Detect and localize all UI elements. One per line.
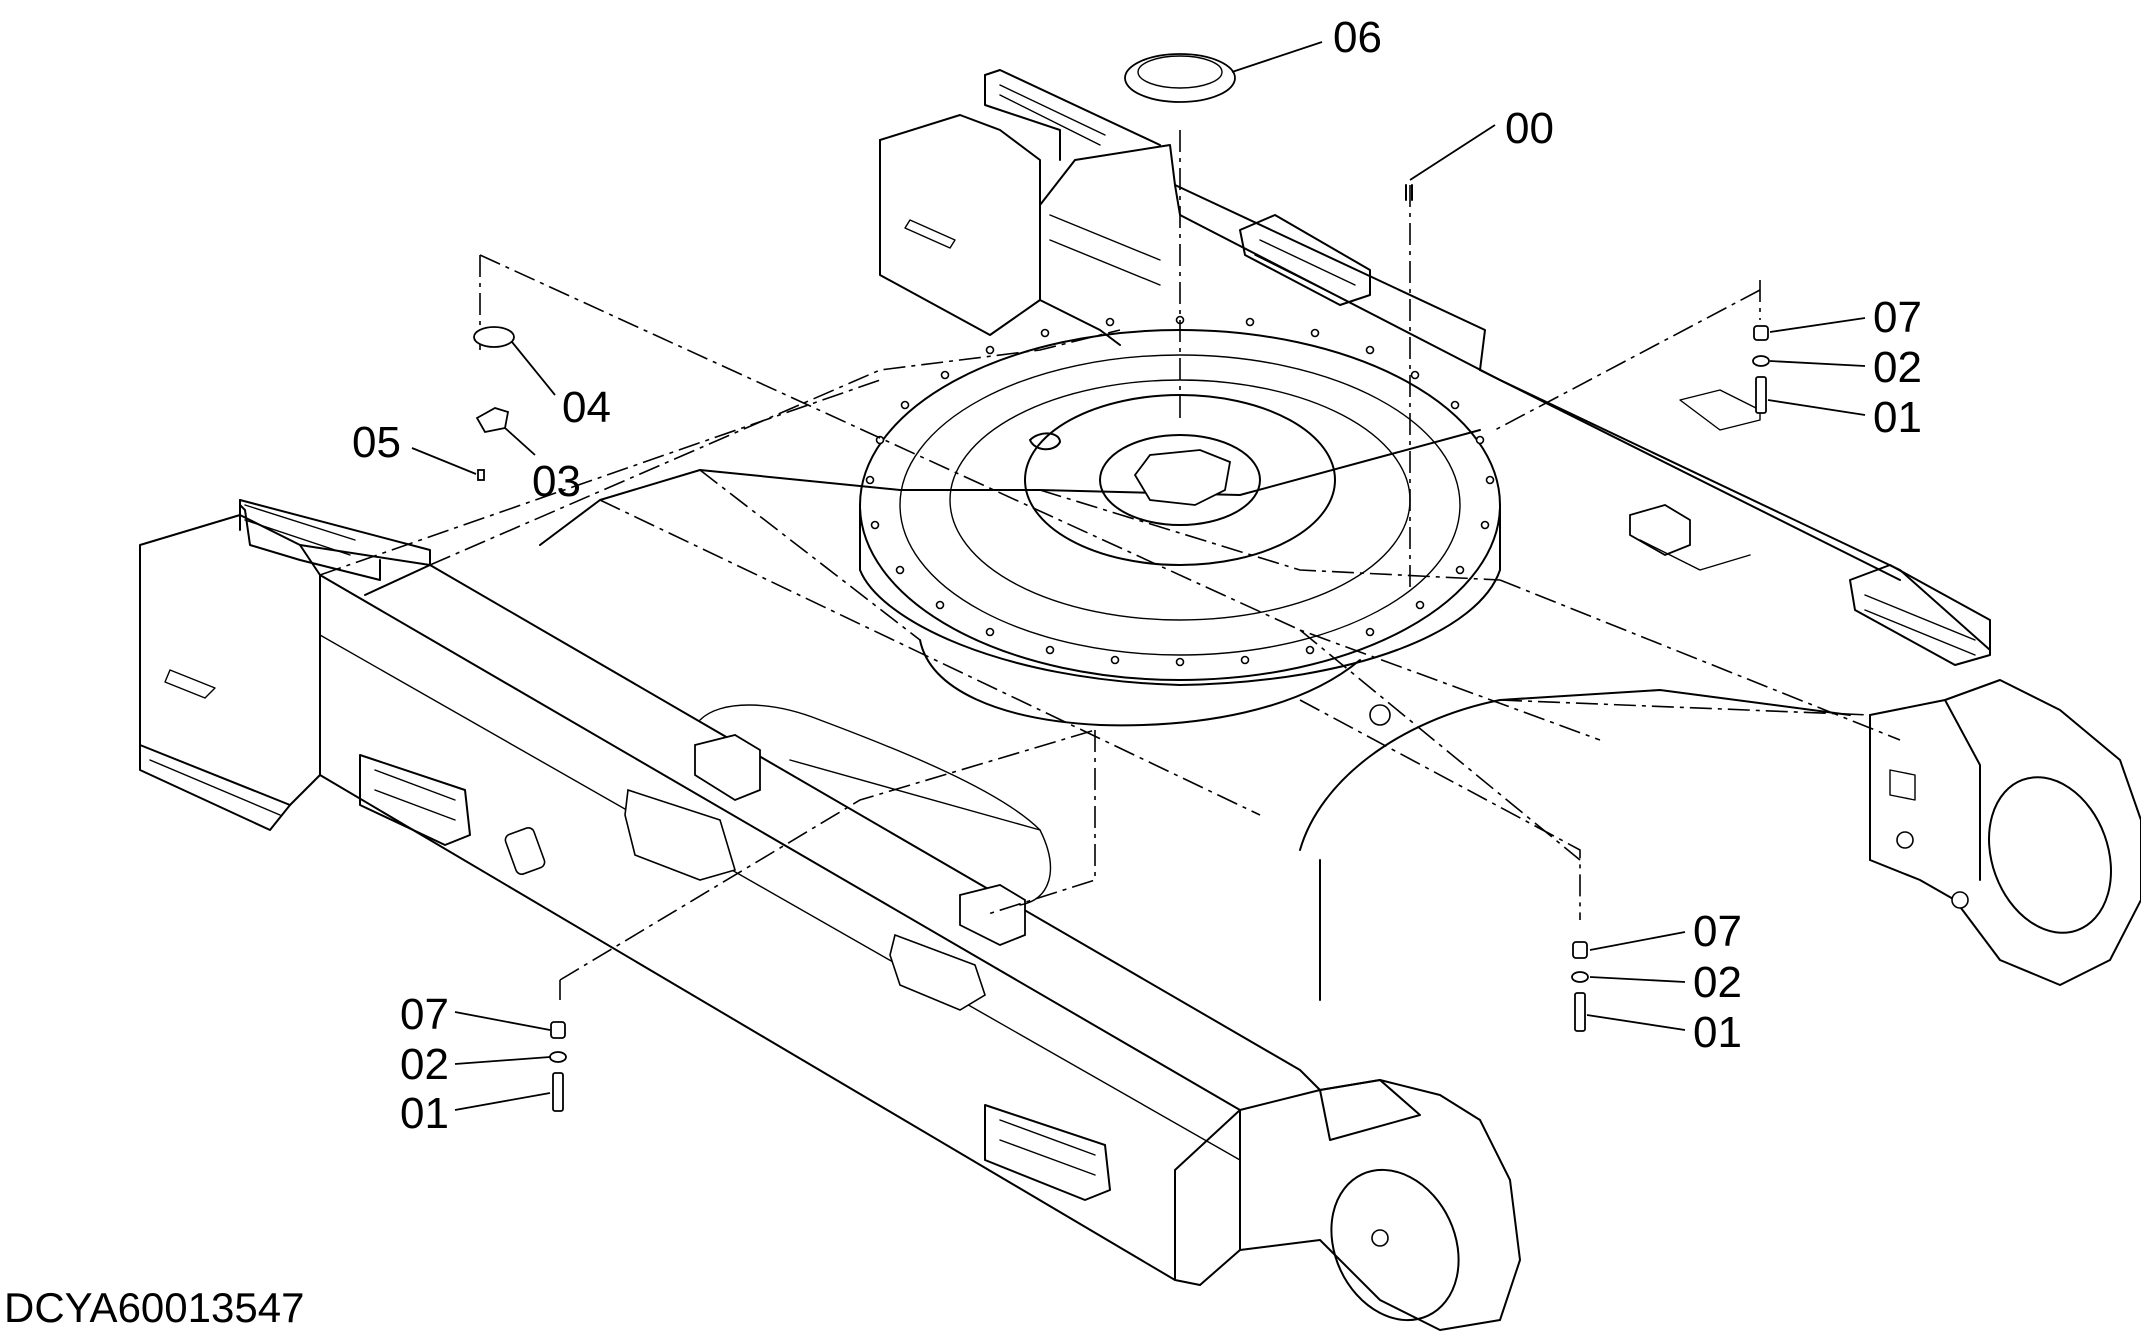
callout-02-upper-right: 02 xyxy=(1873,343,1922,392)
screw-part-05 xyxy=(477,469,485,481)
parts xyxy=(473,53,1770,1112)
callout-07-lower-left: 07 xyxy=(400,990,449,1039)
center-body xyxy=(539,389,1851,1001)
document-id: DCYA60013547 xyxy=(4,1284,304,1331)
swing-bearing xyxy=(859,315,1501,686)
ring-part-04 xyxy=(473,326,515,348)
plate-part-03 xyxy=(475,407,510,434)
bolt-stack-upper-right xyxy=(1752,325,1770,414)
callout-01-lower-left: 01 xyxy=(400,1089,449,1138)
bearing-bolt-holes xyxy=(865,315,1495,667)
right-side-frame xyxy=(879,69,1991,666)
callout-04: 04 xyxy=(562,383,611,432)
callout-02-lower-left: 02 xyxy=(400,1040,449,1089)
left-front-end xyxy=(984,1079,1521,1331)
callout-01-lower-right: 01 xyxy=(1693,1008,1742,1057)
callout-02-lower-right: 02 xyxy=(1693,958,1742,1007)
callout-00: 00 xyxy=(1505,104,1554,153)
callout-05: 05 xyxy=(352,418,401,467)
seal-part-06 xyxy=(1124,53,1236,103)
bolt-stack-lower-right xyxy=(1571,941,1589,1032)
leader-lines xyxy=(411,41,1866,1111)
lower-frame-drawing xyxy=(139,69,2141,1331)
right-front-end xyxy=(1869,679,2141,986)
callout-03: 03 xyxy=(532,457,581,506)
callout-07-lower-right: 07 xyxy=(1693,907,1742,956)
callout-labels: 06 00 07 02 01 04 05 03 07 02 01 07 02 0… xyxy=(352,13,1922,1138)
pin-part-00 xyxy=(1405,184,1413,201)
callout-01-upper-right: 01 xyxy=(1873,393,1922,442)
left-side-frame xyxy=(139,499,1321,1281)
bolt-stack-lower-left xyxy=(549,1021,567,1112)
callout-06: 06 xyxy=(1333,13,1382,62)
phantom-lines xyxy=(319,130,1901,1000)
callout-07-upper-right: 07 xyxy=(1873,293,1922,342)
